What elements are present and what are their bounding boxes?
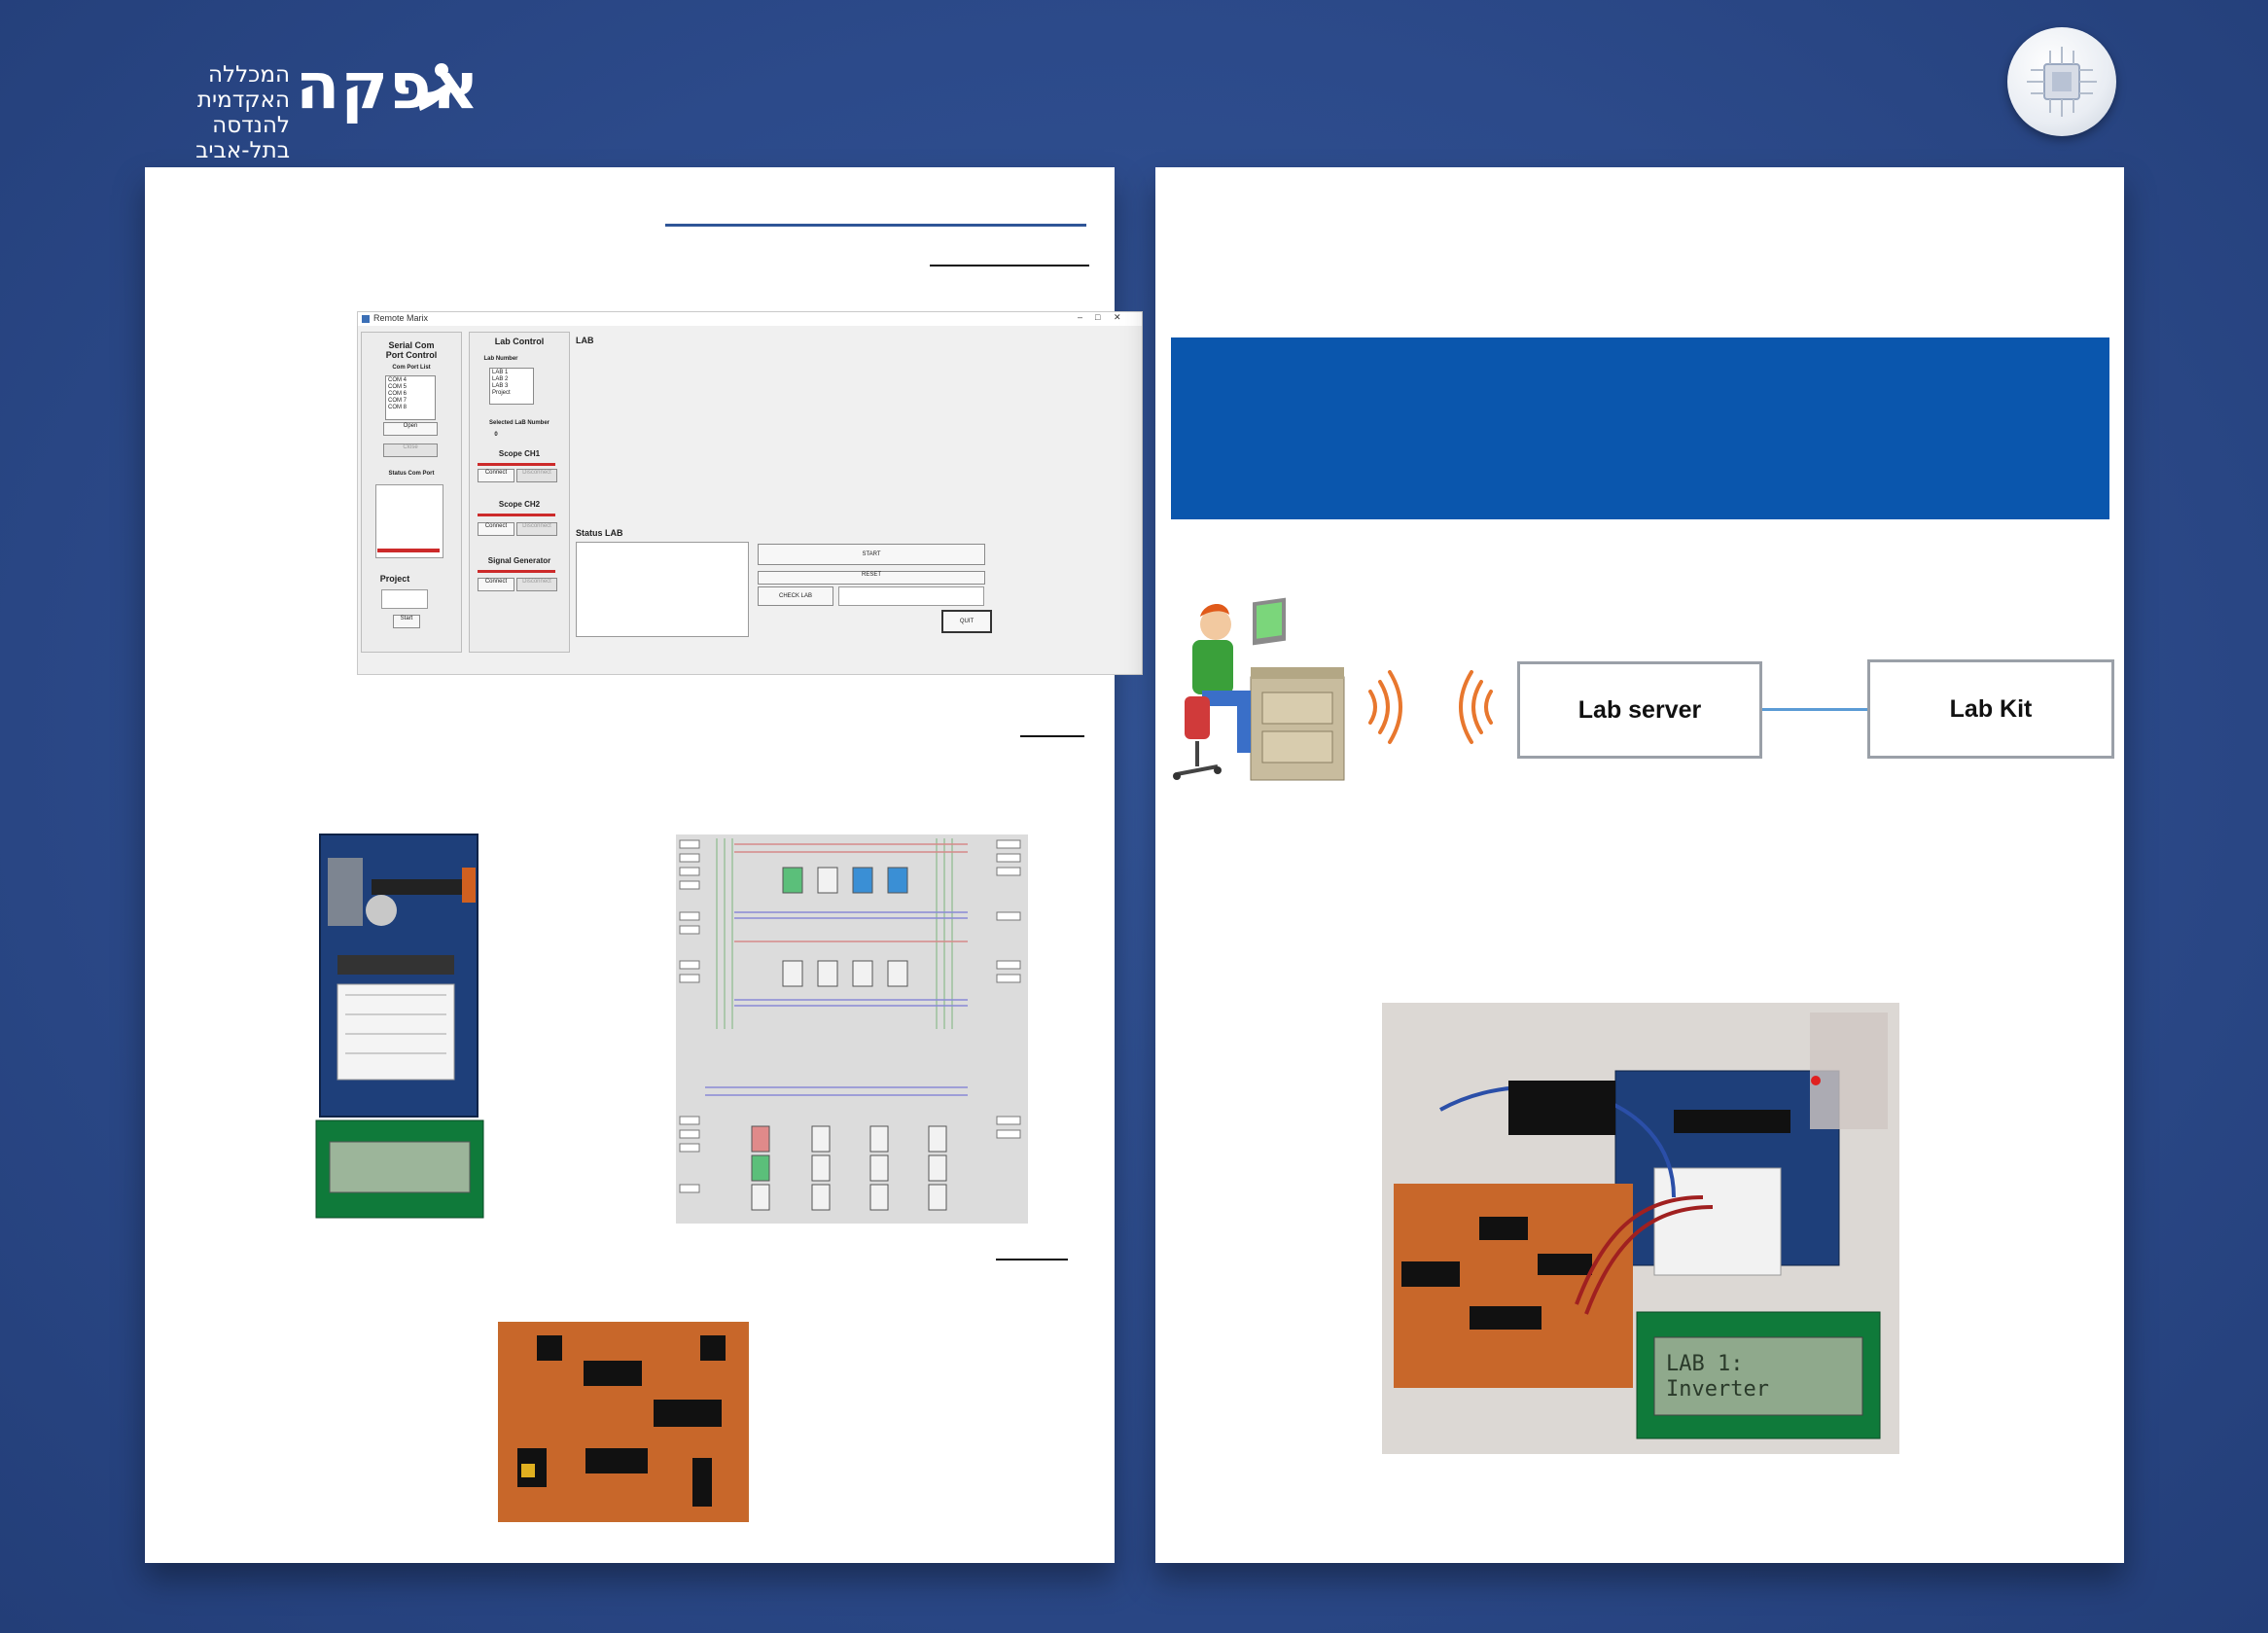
- start-button[interactable]: START: [758, 544, 985, 565]
- matrix-schematic: [676, 834, 1028, 1224]
- window-title: Remote Marix: [373, 313, 429, 323]
- serial-title-line1: Serial Com: [388, 340, 435, 350]
- college-logo[interactable]: המכללה האקדמית להנדסה בתל-אביב אפקה: [142, 49, 478, 163]
- lab-control-panel: Lab Control Lab Number LAB 1 LAB 2 LAB 3…: [469, 332, 570, 653]
- remote-matrix-window: Remote Marix – □ ✕ Serial Com Port Contr…: [357, 311, 1143, 675]
- selected-lab-number-value: 0: [494, 432, 498, 438]
- status-lab-box: [576, 542, 749, 637]
- lab-number-label: Lab Number: [483, 356, 518, 362]
- open-button[interactable]: Open: [383, 422, 438, 436]
- reset-button[interactable]: RESET: [758, 571, 985, 585]
- logo-subtitle-line1: המכללה האקדמית: [196, 62, 290, 113]
- com-port-item[interactable]: COM 8: [388, 405, 408, 410]
- chip-badge: [2007, 27, 2116, 136]
- check-lab-result: [838, 586, 984, 606]
- com-port-item[interactable]: COM 7: [388, 398, 408, 404]
- breadboard-pcb-photo: [498, 1322, 749, 1522]
- scope-ch2-connect-button[interactable]: Connect: [478, 522, 514, 536]
- minimize-icon[interactable]: –: [1078, 312, 1083, 322]
- lab-control-title: Lab Control: [494, 337, 545, 346]
- com-port-item[interactable]: COM 6: [388, 391, 408, 397]
- server-kit-connector: [1762, 708, 1867, 711]
- lab-kit-box: Lab Kit: [1867, 659, 2114, 759]
- scope-ch2-label: Scope CH2: [498, 500, 541, 509]
- project-label: Project: [379, 574, 410, 584]
- logo-mark-icon: [418, 63, 449, 111]
- project-start-button[interactable]: Start: [393, 615, 420, 628]
- chip-icon: [2027, 47, 2097, 117]
- com-port-list-label: Com Port List: [392, 365, 431, 371]
- heading-underline: [665, 224, 1086, 227]
- blue-banner: [1171, 337, 2109, 519]
- project-input[interactable]: [381, 589, 428, 609]
- lab-item[interactable]: LAB 1: [492, 370, 509, 375]
- scope-ch1-disconnect-button[interactable]: Disconnect: [516, 469, 557, 482]
- left-page: Remote Marix – □ ✕ Serial Com Port Contr…: [145, 167, 1143, 1563]
- lab-server-box: Lab server: [1517, 661, 1762, 759]
- status-com-port-box: [375, 484, 443, 558]
- com-port-item[interactable]: COM 4: [388, 377, 408, 383]
- lab-item[interactable]: Project: [492, 390, 511, 396]
- lab-item[interactable]: LAB 2: [492, 376, 509, 382]
- scope-ch1-bar: [478, 463, 555, 466]
- lab-kit-photo: LAB 1: Inverter: [1382, 1003, 1899, 1454]
- signal-generator-connect-button[interactable]: Connect: [478, 578, 514, 591]
- lab-item[interactable]: LAB 3: [492, 383, 509, 389]
- wireless-signal-icon: [1368, 670, 1493, 744]
- quit-button[interactable]: QUIT: [941, 610, 992, 633]
- lcd-line1: LAB 1:: [1666, 1352, 1743, 1376]
- close-button[interactable]: Close: [383, 444, 438, 457]
- logo-subtitle-line2: להנדסה בתל-אביב: [195, 113, 290, 163]
- maximize-icon[interactable]: □: [1095, 312, 1101, 322]
- status-lab-label: Status LAB: [576, 528, 623, 538]
- scope-ch2-bar: [478, 514, 555, 516]
- dev-board-photo: [260, 829, 544, 1227]
- signal-generator-label: Signal Generator: [487, 556, 551, 565]
- check-lab-button[interactable]: CHECK LAB: [758, 586, 833, 606]
- serial-title-line2: Port Control: [385, 350, 438, 360]
- status-com-port-bar: [377, 549, 440, 552]
- close-icon[interactable]: ✕: [1114, 312, 1121, 322]
- right-page: Lab server Lab Kit LAB 1: Inverter: [1155, 167, 2124, 1563]
- com-port-list[interactable]: COM 4 COM 5 COM 6 COM 7 COM 8: [385, 375, 436, 420]
- com-port-item[interactable]: COM 5: [388, 384, 408, 390]
- window-titlebar: Remote Marix – □ ✕: [358, 312, 1142, 326]
- lcd-line2: Inverter: [1666, 1377, 1769, 1402]
- section-underline: [1020, 735, 1084, 737]
- lab-number-list[interactable]: LAB 1 LAB 2 LAB 3 Project: [489, 368, 534, 405]
- section-underline-2: [996, 1259, 1068, 1260]
- scope-ch1-label: Scope CH1: [498, 449, 541, 458]
- status-com-port-label: Status Com Port: [388, 471, 435, 477]
- subheading-underline: [930, 265, 1089, 266]
- selected-lab-number-label: Selected LaB Number: [488, 420, 550, 426]
- app-icon: [362, 315, 370, 323]
- signal-generator-bar: [478, 570, 555, 573]
- scope-ch2-disconnect-button[interactable]: Disconnect: [516, 522, 557, 536]
- scope-ch1-connect-button[interactable]: Connect: [478, 469, 514, 482]
- user-at-computer-icon: [1173, 597, 1345, 781]
- signal-generator-disconnect-button[interactable]: Disconnect: [516, 578, 557, 591]
- serial-com-panel: Serial Com Port Control Com Port List CO…: [361, 332, 462, 653]
- lab-label: LAB: [576, 336, 594, 345]
